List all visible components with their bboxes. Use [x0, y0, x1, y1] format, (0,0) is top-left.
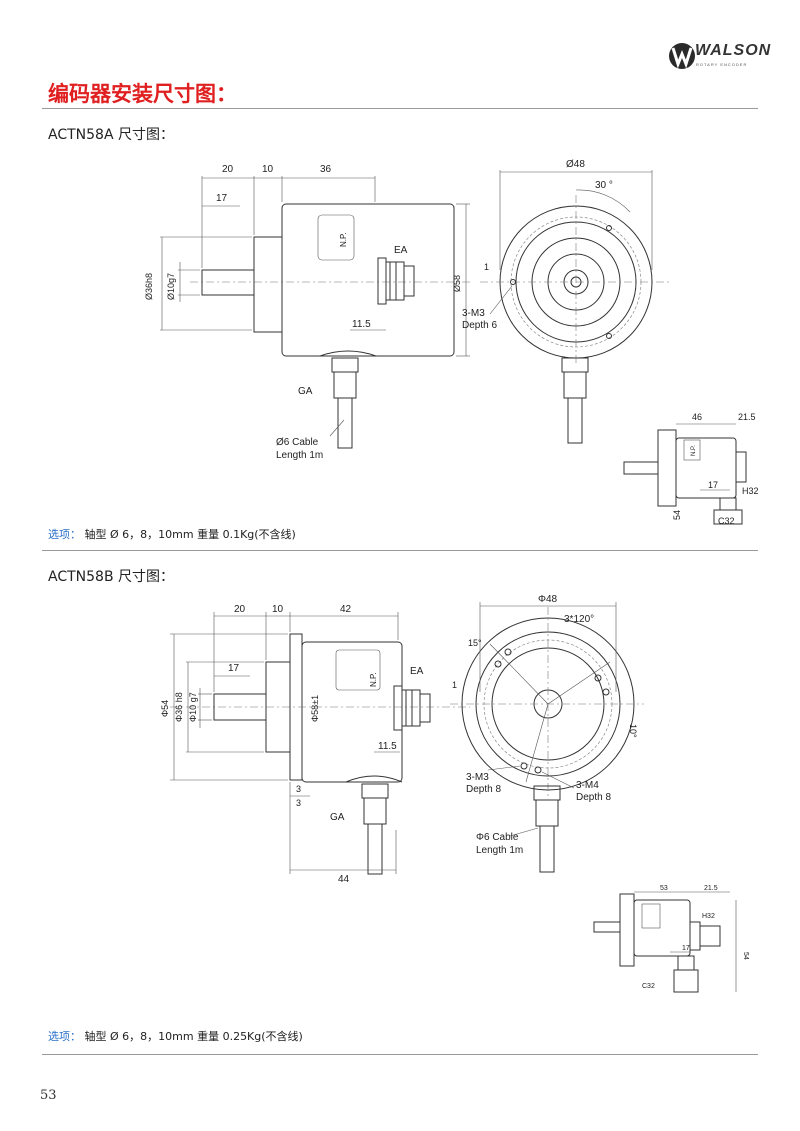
svg-text:11.5: 11.5	[352, 319, 371, 330]
svg-text:Ø6 Cable: Ø6 Cable	[276, 437, 319, 448]
svg-text:Depth 8: Depth 8	[576, 792, 611, 803]
svg-text:H32: H32	[742, 486, 759, 496]
svg-text:10°: 10°	[628, 724, 638, 738]
svg-text:Φ54: Φ54	[160, 700, 170, 717]
section-divider	[42, 550, 758, 551]
actn58b-front-view: Φ48 3*120° 15° 1 10° 3-M3 Depth 8 3-M4 D…	[450, 594, 644, 873]
actn58a-side-view: N.P. EA 20 10 36 17 Ø36h8 Ø10g7 Ø58 11.5	[144, 164, 470, 461]
svg-text:N.P.: N.P.	[369, 672, 378, 687]
svg-text:21.5: 21.5	[738, 412, 756, 422]
svg-text:Ø36h8: Ø36h8	[144, 273, 154, 300]
svg-text:42: 42	[340, 604, 352, 615]
svg-text:Φ6 Cable: Φ6 Cable	[476, 832, 519, 843]
np-label: N.P.	[339, 232, 348, 247]
svg-text:Φ36 h8: Φ36 h8	[174, 692, 184, 722]
svg-text:20: 20	[234, 604, 246, 615]
actn58a-front-view: Ø48 30 ° 1 3-M3 Depth 6	[462, 159, 670, 444]
svg-text:EA: EA	[410, 666, 424, 677]
brand-tagline: ROTARY ENCODER	[696, 62, 748, 67]
page-number: 53	[40, 1088, 57, 1103]
svg-text:17: 17	[228, 663, 240, 674]
svg-text:C32: C32	[718, 516, 735, 526]
svg-text:Depth 8: Depth 8	[466, 784, 501, 795]
svg-text:17: 17	[682, 945, 690, 952]
svg-text:Φ58±1: Φ58±1	[310, 695, 320, 722]
svg-text:GA: GA	[298, 386, 313, 397]
svg-text:46: 46	[692, 412, 702, 422]
svg-text:3: 3	[296, 784, 301, 794]
svg-text:Φ48: Φ48	[538, 594, 558, 605]
svg-text:3-M3: 3-M3	[462, 308, 485, 319]
section-b-options: 选项： 轴型 Ø 6，8，10mm 重量 0.25Kg(不含线)	[48, 1030, 303, 1043]
actn58a-drawing: N.P. EA 20 10 36 17 Ø36h8 Ø10g7 Ø58 11.5	[144, 159, 759, 526]
svg-text:Ø10g7: Ø10g7	[166, 273, 176, 300]
svg-text:10: 10	[262, 164, 274, 175]
svg-text:15°: 15°	[468, 638, 482, 648]
ea-label: EA	[394, 245, 408, 256]
svg-text:10: 10	[272, 604, 284, 615]
actn58a-small-side-view: N.P. 46 21.5 17 H32 54 C32	[623, 412, 759, 526]
svg-text:54: 54	[742, 952, 749, 960]
svg-text:C32: C32	[642, 983, 655, 990]
svg-text:36: 36	[320, 164, 332, 175]
svg-text:11.5: 11.5	[378, 741, 397, 752]
header-divider	[42, 108, 758, 109]
walson-logo	[669, 43, 695, 69]
svg-text:30 °: 30 °	[595, 180, 613, 191]
section-a-options: 选项： 轴型 Ø 6，8，10mm 重量 0.1Kg(不含线)	[48, 528, 296, 541]
svg-text:1: 1	[452, 680, 457, 690]
svg-text:54: 54	[672, 510, 682, 520]
actn58b-small-side-view: 53 21.5 H32 17 54 C32	[593, 885, 749, 993]
svg-text:Length 1m: Length 1m	[276, 450, 323, 461]
svg-text:17: 17	[216, 193, 228, 204]
page-title: 编码器安装尺寸图：	[48, 82, 237, 106]
svg-text:Φ10 g7: Φ10 g7	[188, 692, 198, 722]
actn58b-drawing: N.P. Φ58±1 EA 20 10 42 17 Φ54 Φ36 h8 Φ10…	[160, 594, 749, 993]
svg-text:3: 3	[296, 798, 301, 808]
svg-text:Ø58: Ø58	[452, 275, 462, 292]
svg-text:3-M4: 3-M4	[576, 780, 599, 791]
svg-text:21.5: 21.5	[704, 885, 718, 892]
svg-text:44: 44	[338, 874, 350, 885]
section-a-title: ACTN58A 尺寸图：	[48, 127, 174, 143]
svg-text:20: 20	[222, 164, 234, 175]
actn58b-side-view: N.P. Φ58±1 EA 20 10 42 17 Φ54 Φ36 h8 Φ10…	[160, 604, 470, 885]
section-b-title: ACTN58B 尺寸图：	[48, 569, 174, 585]
svg-text:N.P.: N.P.	[691, 445, 697, 456]
svg-text:Ø48: Ø48	[566, 159, 585, 170]
footer-divider	[42, 1054, 758, 1055]
svg-text:H32: H32	[702, 913, 715, 920]
svg-text:Length 1m: Length 1m	[476, 845, 523, 856]
svg-text:17: 17	[708, 480, 718, 490]
svg-text:53: 53	[660, 885, 668, 892]
svg-text:Depth 6: Depth 6	[462, 320, 497, 331]
svg-text:3-M3: 3-M3	[466, 772, 489, 783]
brand-name: WALSON	[695, 42, 772, 59]
svg-text:3*120°: 3*120°	[564, 614, 594, 625]
svg-text:GA: GA	[330, 812, 345, 823]
svg-text:1: 1	[484, 262, 489, 272]
